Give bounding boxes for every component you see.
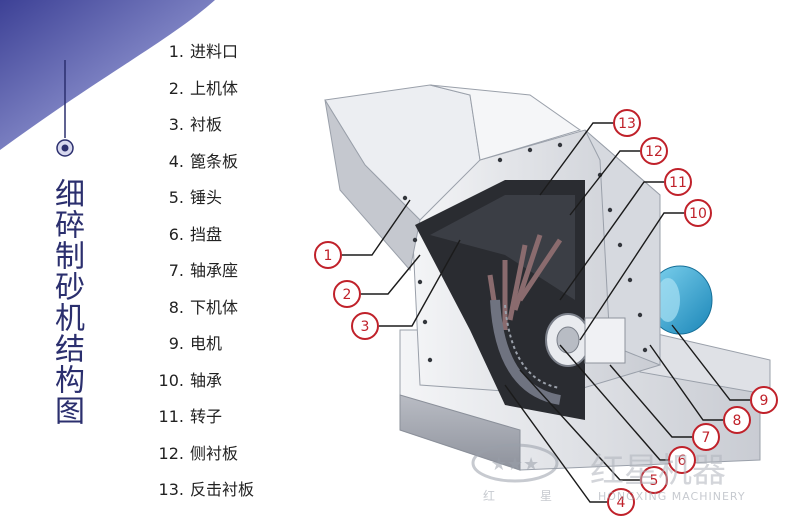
part-label: 电机 <box>190 334 223 353</box>
svg-text:9: 9 <box>760 393 769 409</box>
part-label: 篦条板 <box>190 151 239 171</box>
grate-plate <box>490 299 562 405</box>
diagram-title: 细碎制砂机结构图 <box>49 178 84 426</box>
watermark-brand-cn: 红星机器 <box>590 451 726 491</box>
part-item: 4.篦条板 <box>168 151 239 171</box>
watermark-logo: ★★★ 红星机器 HONGXING MACHINERY 红 星 <box>471 443 746 503</box>
callout-13: 13 <box>613 109 641 137</box>
callouts: 1 2 3 4 5 6 7 8 9 10 11 12 13 <box>314 109 778 516</box>
part-label: 挡盘 <box>190 224 223 244</box>
svg-text:11: 11 <box>669 175 687 191</box>
motor <box>647 265 713 335</box>
callout-12: 12 <box>640 137 668 165</box>
bolts <box>402 142 648 363</box>
svg-text:12: 12 <box>645 144 663 160</box>
part-label: 上机体 <box>190 78 239 98</box>
part-label: 衬板 <box>190 115 223 134</box>
svg-text:★★★: ★★★ <box>491 454 539 475</box>
crushing-chamber <box>415 180 585 420</box>
callout-5: 5 <box>640 466 668 494</box>
bearing-seat <box>584 317 626 364</box>
callout-8: 8 <box>723 406 751 434</box>
rotor-hub <box>545 313 626 367</box>
corner-band <box>0 0 215 150</box>
part-item: 8.下机体 <box>168 297 239 317</box>
svg-text:5: 5 <box>650 473 659 489</box>
callout-7: 7 <box>692 423 720 451</box>
part-item: 10.轴承 <box>158 370 223 390</box>
svg-text:4: 4 <box>617 495 626 511</box>
callout-4: 4 <box>607 488 635 516</box>
svg-text:2: 2 <box>343 287 352 303</box>
part-label: 侧衬板 <box>190 443 239 463</box>
svg-text:7: 7 <box>702 430 711 446</box>
part-item: 1.进料口 <box>168 42 239 61</box>
part-item: 2.上机体 <box>168 78 239 98</box>
svg-text:10: 10 <box>689 206 707 222</box>
part-item: 13.反击衬板 <box>158 480 255 499</box>
part-label: 轴承 <box>190 370 223 390</box>
svg-text:星: 星 <box>540 489 552 503</box>
part-item: 3.衬板 <box>168 115 223 134</box>
part-item: 5.锤头 <box>168 188 223 207</box>
part-label: 反击衬板 <box>190 480 255 499</box>
svg-text:6: 6 <box>678 453 687 469</box>
part-label: 轴承座 <box>190 261 239 280</box>
title-bullet-dot <box>61 144 69 152</box>
svg-text:13: 13 <box>618 116 636 132</box>
callout-11: 11 <box>664 168 692 196</box>
svg-text:3: 3 <box>361 319 370 335</box>
machine-illustration: 1 2 3 4 5 6 7 8 9 10 11 12 13 ★★★ 红星机器 H… <box>314 84 778 516</box>
part-item: 9.电机 <box>168 334 223 353</box>
part-label: 下机体 <box>190 297 239 317</box>
callout-3: 3 <box>351 312 379 340</box>
callout-10: 10 <box>684 199 712 227</box>
callout-9: 9 <box>750 386 778 414</box>
part-label: 进料口 <box>190 42 239 61</box>
part-label: 转子 <box>190 407 223 426</box>
callout-2: 2 <box>333 280 361 308</box>
feed-inlet <box>324 84 582 272</box>
parts-list: 1.进料口 2.上机体 3.衬板 4.篦条板 5.锤头 6.挡盘 7.轴承座 8… <box>148 38 254 513</box>
svg-text:红: 红 <box>483 488 495 503</box>
svg-text:1: 1 <box>324 248 333 264</box>
part-item: 12.侧衬板 <box>158 443 239 463</box>
svg-text:8: 8 <box>733 413 742 429</box>
part-item: 7.轴承座 <box>168 261 239 280</box>
part-item: 6.挡盘 <box>168 224 223 244</box>
watermark-brand-en: HONGXING MACHINERY <box>598 490 746 503</box>
part-label: 锤头 <box>190 188 223 207</box>
callout-1: 1 <box>314 241 342 269</box>
part-item: 11.转子 <box>158 407 223 426</box>
callout-6: 6 <box>668 446 696 474</box>
